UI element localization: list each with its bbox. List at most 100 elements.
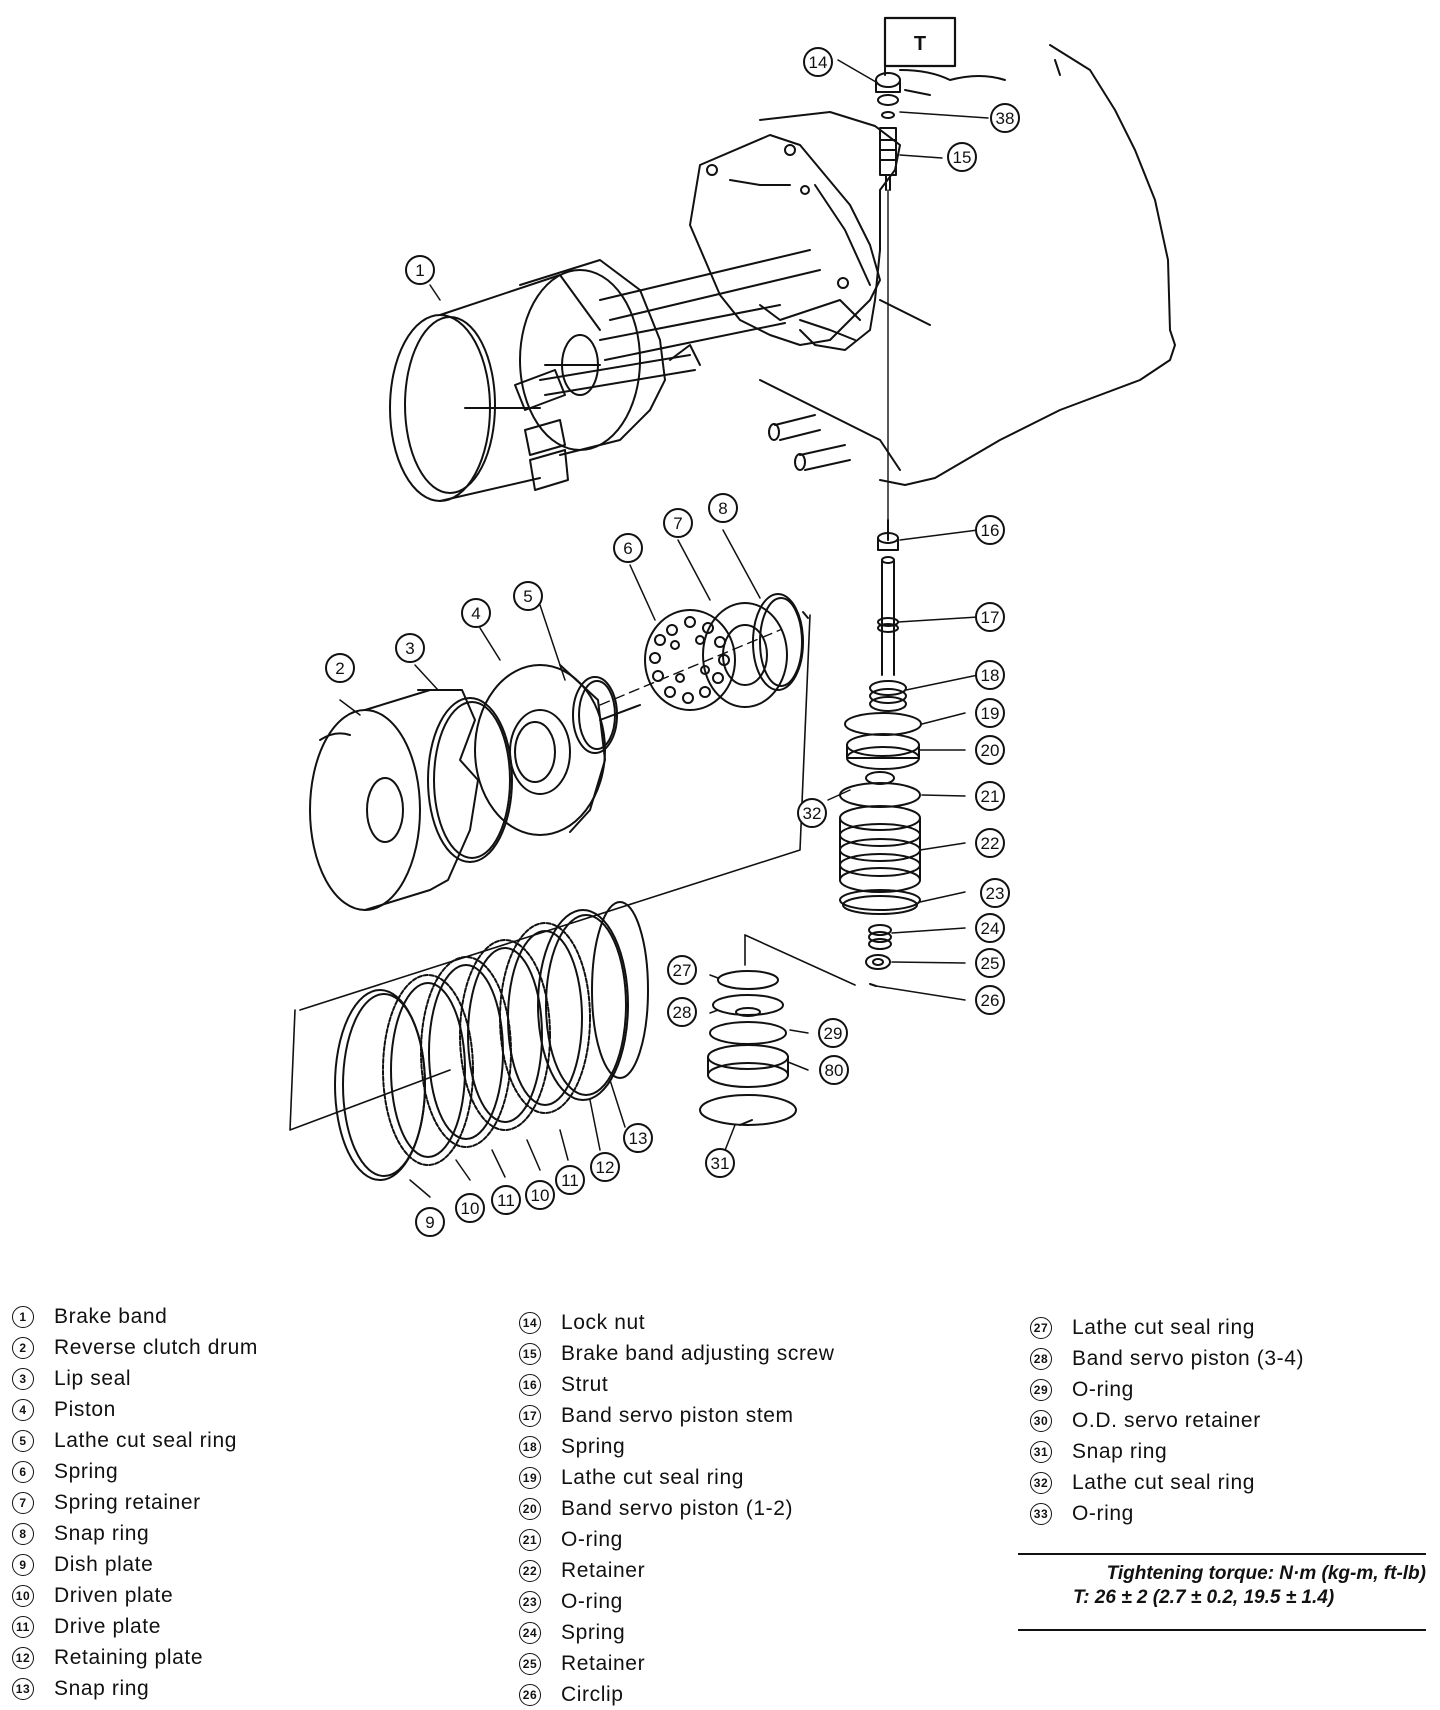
callout-circle (797, 798, 827, 828)
callout-label: 29 (824, 1024, 843, 1043)
legend-label: Retainer (561, 1651, 646, 1675)
callout-label: 1 (415, 261, 424, 280)
callout-label: 26 (981, 991, 1000, 1010)
legend-item: 29 O-ring (1030, 1374, 1304, 1405)
callout-circle (325, 653, 355, 683)
studs (768, 414, 851, 471)
callout-label: 21 (981, 787, 1000, 806)
legend-label: Lathe cut seal ring (54, 1428, 238, 1452)
legend-label: Retaining plate (54, 1645, 204, 1669)
torque-title: Tightening torque: N·m (kg-m, ft-lb) (1106, 1563, 1426, 1584)
spring-retainer (702, 602, 788, 708)
legend-label: Lathe cut seal ring (1072, 1470, 1256, 1494)
snap-ring-8 (752, 593, 809, 691)
callout-label: 22 (981, 834, 1000, 853)
callout-label: 10 (461, 1199, 480, 1218)
servo-piston-1-2 (844, 712, 922, 785)
legend-number: 12 (12, 1646, 34, 1669)
legend-item: 25 Retainer (519, 1648, 835, 1679)
callout-label: 32 (803, 804, 822, 823)
callout-circle (705, 1148, 735, 1178)
seal-ring-5 (572, 676, 641, 754)
callout-label: 11 (497, 1191, 515, 1210)
callout-circle (975, 913, 1005, 943)
callout-label: 10 (531, 1186, 550, 1205)
legend-label: O.D. servo retainer (1072, 1408, 1261, 1432)
legend-label: Dish plate (54, 1552, 154, 1576)
legend-number: 16 (519, 1373, 541, 1396)
callout-circle (819, 1055, 849, 1085)
callout-label: 80 (825, 1061, 844, 1080)
callout-label: 5 (523, 587, 532, 606)
callout-circle (975, 602, 1005, 632)
legend-label: Snap ring (54, 1676, 150, 1700)
torque-box-letter: T (914, 33, 926, 55)
strut (877, 532, 899, 551)
legend-number: 7 (12, 1491, 34, 1514)
legend-number: 8 (12, 1522, 34, 1545)
legend-label: Band servo piston stem (561, 1403, 794, 1427)
callout-label: 17 (981, 608, 1000, 627)
callout-circle (491, 1185, 521, 1215)
servo-spring-18 (869, 680, 907, 712)
leader-lines (339, 59, 989, 1198)
callout-circle (461, 598, 491, 628)
legend-label: Strut (561, 1372, 609, 1396)
legend-number: 25 (519, 1652, 541, 1675)
callout-circle (975, 698, 1005, 728)
servo-o-ring-23 (839, 889, 921, 915)
legend-item: 5 Lathe cut seal ring (12, 1425, 258, 1456)
legend-label: Circlip (561, 1682, 624, 1706)
callout-circle (663, 508, 693, 538)
legend-number: 1 (12, 1305, 34, 1328)
callout-label: 28 (673, 1003, 692, 1022)
callout-circle (975, 660, 1005, 690)
callout-circle (415, 1207, 445, 1237)
callout-label: 3 (405, 639, 414, 658)
legend-number: 17 (519, 1404, 541, 1427)
spring-pack (644, 609, 736, 711)
reverse-clutch-drum (309, 689, 479, 911)
callout-circle (667, 997, 697, 1027)
legend-label: Spring (561, 1620, 626, 1644)
legend-number: 5 (12, 1429, 34, 1452)
legend-item: 12 Retaining plate (12, 1642, 258, 1673)
legend-number: 20 (519, 1497, 541, 1520)
callout-label: 13 (629, 1129, 648, 1148)
legend-number: 30 (1030, 1409, 1052, 1432)
lip-seal (427, 697, 513, 863)
legend-number: 4 (12, 1398, 34, 1421)
servo-retainer (839, 782, 921, 893)
legend-number: 33 (1030, 1502, 1052, 1525)
legend-number: 13 (12, 1677, 34, 1700)
legend-label: Retainer (561, 1558, 646, 1582)
legend-label: Band servo piston (3-4) (1072, 1346, 1305, 1370)
legend-label: O-ring (1072, 1377, 1134, 1401)
legend-number: 32 (1030, 1471, 1052, 1494)
legend-number: 11 (12, 1615, 34, 1638)
legend-number: 27 (1030, 1316, 1052, 1339)
torque-spec: Tightening torque: N·m (kg-m, ft-lb) T: … (1018, 1553, 1426, 1631)
legend-number: 29 (1030, 1378, 1052, 1401)
legend-label: Spring (54, 1459, 119, 1483)
callout-circle (525, 1180, 555, 1210)
callout-circle (455, 1193, 485, 1223)
servo-lower-parts (865, 924, 892, 987)
callout-circle (555, 1165, 585, 1195)
torque-value: T: 26 ± 2 (2.7 ± 0.2, 19.5 ± 1.4) (1073, 1587, 1335, 1608)
callout-label: 11 (561, 1171, 579, 1190)
legend-number: 21 (519, 1528, 541, 1551)
